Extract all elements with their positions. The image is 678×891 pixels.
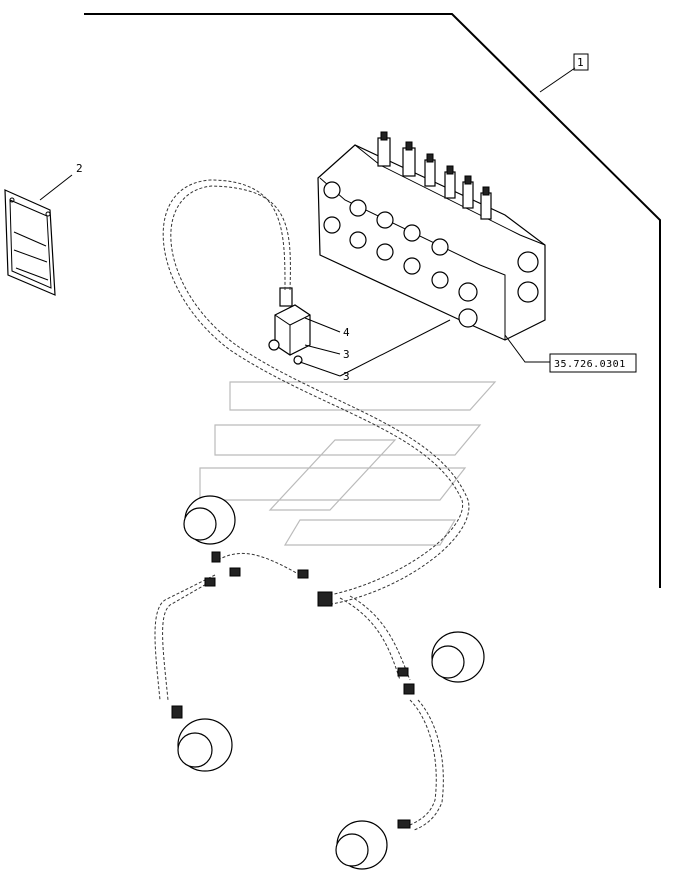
hose-fittings	[171, 551, 415, 829]
valve-ports	[323, 181, 539, 328]
hydraulic-motor-bottom[interactable]	[335, 820, 388, 870]
hydraulic-motor-bottom-left[interactable]	[177, 718, 233, 772]
callout-label-4: 4	[343, 326, 350, 339]
callout-label-3b: 3	[343, 370, 350, 383]
reference-leader	[504, 334, 550, 363]
callout-leader-1	[539, 67, 576, 93]
assembly-bracket-line	[84, 13, 661, 588]
watermark-logo	[199, 381, 497, 546]
callout-label-2: 2	[76, 162, 83, 175]
callout-label-3a: 3	[343, 348, 350, 361]
callout-box-1	[573, 53, 589, 71]
reference-code: 35.726.0301	[554, 359, 626, 370]
callout-label-1: 1	[577, 56, 584, 69]
decal-plate[interactable]	[4, 189, 56, 296]
reference-box	[549, 353, 637, 373]
hydraulic-hoses	[154, 179, 470, 831]
callout-leaders-3-4	[299, 317, 451, 377]
hydraulic-motor-top-left[interactable]	[183, 495, 236, 545]
relief-valve-block[interactable]	[268, 287, 311, 365]
hydraulic-motor-right[interactable]	[431, 631, 485, 683]
callout-leader-2	[39, 174, 73, 201]
valve-spools	[377, 131, 492, 220]
control-valve-assembly[interactable]	[317, 131, 546, 341]
